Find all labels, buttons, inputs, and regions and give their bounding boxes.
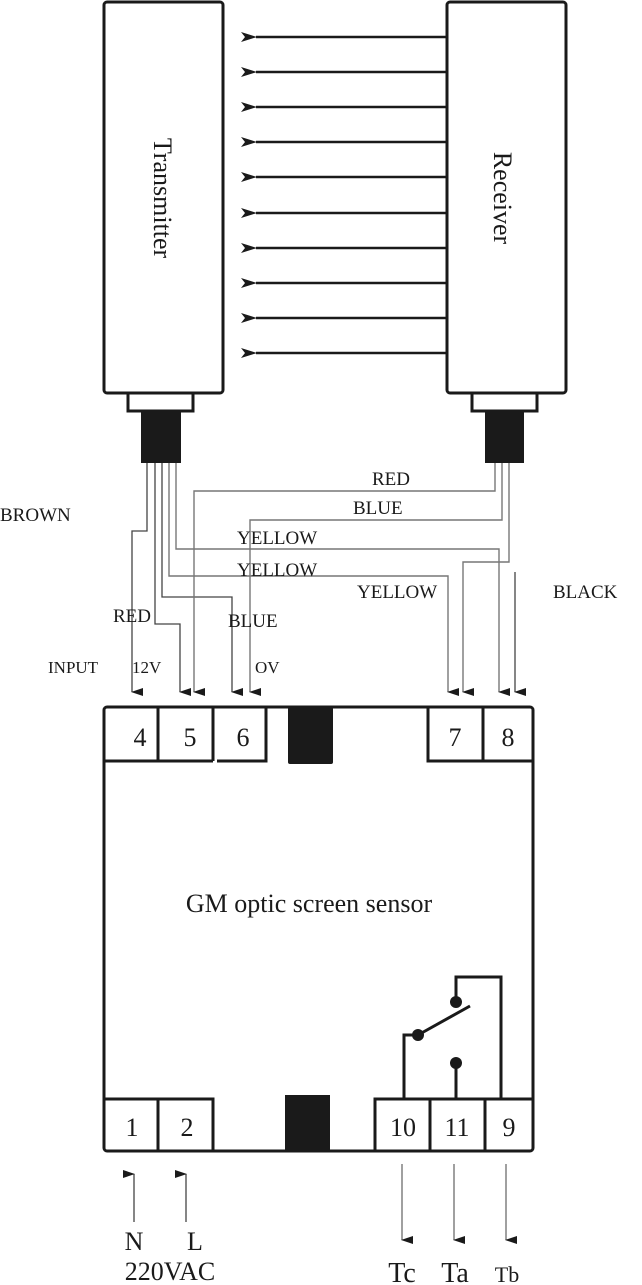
receiver-plug <box>485 411 524 463</box>
label-l: L <box>187 1227 203 1256</box>
relay-contact-bottom <box>450 1057 462 1069</box>
power-input: N L 220VAC <box>123 1170 216 1285</box>
wire-yellow-3 <box>462 463 510 696</box>
terminal-4: 4 <box>134 723 147 752</box>
terminal-10: 10 <box>390 1113 416 1142</box>
sensor-module: 4 5 6 7 8 GM optic screen sensor 1 2 10 … <box>102 705 535 1153</box>
transmitter-wires <box>131 463 510 696</box>
wire-red-tx <box>154 463 191 696</box>
label-12v: 12V <box>132 658 162 677</box>
terminal-dividers-left <box>104 707 268 763</box>
terminal-9: 9 <box>503 1113 516 1142</box>
label-brown: BROWN <box>0 505 71 526</box>
label-yellow-1: YELLOW <box>237 528 317 549</box>
relay-pivot <box>412 1029 424 1041</box>
bottom-terminal-block: 1 2 10 11 9 <box>104 1095 533 1151</box>
top-mount-block <box>288 707 333 764</box>
receiver-label: Receiver <box>488 152 517 245</box>
label-blue-tx: BLUE <box>228 611 278 632</box>
terminal-8: 8 <box>502 723 515 752</box>
relay-common-line <box>454 975 503 1099</box>
wire-brown <box>131 463 148 696</box>
label-0v: OV <box>255 658 280 677</box>
transmitter-label: Transmitter <box>148 138 177 259</box>
relay-switch-icon <box>402 975 503 1099</box>
wire-blue-rx <box>249 463 503 696</box>
label-220vac: 220VAC <box>125 1257 216 1285</box>
label-red-tx: RED <box>113 606 151 627</box>
wire-yellow-2 <box>168 463 459 696</box>
bottom-mount-block <box>285 1095 330 1151</box>
label-yellow-2: YELLOW <box>237 560 317 581</box>
wire-red-rx <box>193 463 496 696</box>
terminal-1: 1 <box>126 1113 139 1142</box>
terminal-dividers-bottom-left <box>104 1097 215 1151</box>
label-input: INPUT <box>48 658 99 677</box>
terminal-5: 5 <box>184 723 197 752</box>
transmitter-plug <box>141 411 181 463</box>
receiver-wires <box>193 463 526 696</box>
receiver-collar <box>470 391 539 413</box>
label-ta: Ta <box>441 1258 469 1285</box>
top-terminal-block: 4 5 6 7 8 <box>104 707 533 764</box>
terminal-dividers-bottom-right <box>373 1097 533 1151</box>
label-red-rx: RED <box>372 469 410 490</box>
label-yellow-3: YELLOW <box>357 582 437 603</box>
light-beams <box>241 32 447 358</box>
label-blue-rx: BLUE <box>353 498 403 519</box>
terminal-11: 11 <box>444 1113 469 1142</box>
wire-blue-tx <box>161 463 243 696</box>
terminal-7: 7 <box>449 723 462 752</box>
relay-contact-top <box>450 996 462 1008</box>
wire-yellow-1 <box>175 463 510 696</box>
relay-nc-line <box>402 1033 418 1099</box>
relay-lever <box>417 1004 471 1037</box>
label-black: BLACK <box>553 582 618 603</box>
terminal-6: 6 <box>237 723 250 752</box>
wire-labels: BROWN RED BLUE RED BLUE YELLOW YELLOW YE… <box>0 469 618 677</box>
receiver: Receiver <box>445 0 568 463</box>
label-n: N <box>125 1227 144 1256</box>
terminal-2: 2 <box>181 1113 194 1142</box>
label-tb: Tb <box>495 1262 519 1285</box>
transmitter: Transmitter <box>102 0 225 463</box>
transmitter-collar <box>126 391 195 413</box>
relay-outputs: Tc Ta Tb <box>388 1164 519 1285</box>
module-title: GM optic screen sensor <box>186 889 433 918</box>
terminal-dividers-right <box>426 707 533 763</box>
label-tc: Tc <box>388 1258 416 1285</box>
sensor-body <box>102 705 535 1153</box>
